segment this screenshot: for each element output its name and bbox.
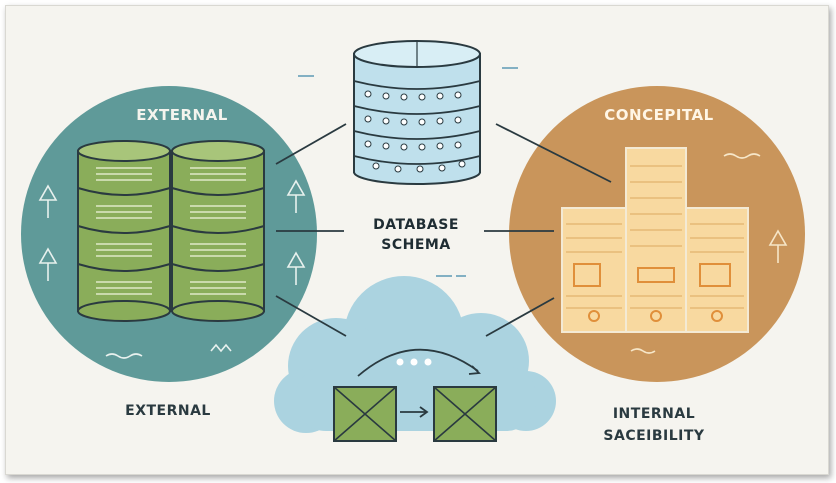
tree-icons-left — [38, 179, 306, 359]
internal-bottom-label: INTERNAL SACEIBILITY — [584, 403, 724, 447]
database-cylinder-icon — [353, 40, 481, 185]
cloud-shape — [274, 276, 556, 433]
diagram-canvas — [21, 40, 805, 442]
decor-right — [630, 153, 788, 354]
green-drum-stack-right-icon — [171, 140, 265, 322]
server-tower-icons — [561, 147, 749, 333]
external-circle-title: EXTERNAL — [136, 106, 228, 124]
transfer-arc — [357, 348, 481, 377]
database-schema-line1: DATABASE — [373, 217, 459, 233]
arrow-icon — [400, 406, 429, 418]
target-box-icon — [433, 386, 497, 442]
connector-lines — [275, 123, 612, 337]
database-schema-label: DATABASE SCHEMA — [356, 215, 476, 255]
source-box-icon — [333, 386, 397, 442]
conceptual-circle-title: CONCEPITAL — [604, 106, 714, 124]
decor-dashes — [298, 67, 518, 277]
database-schema-line2: SCHEMA — [381, 237, 451, 253]
external-bottom-label: EXTERNAL — [125, 403, 211, 419]
internal-line2: SACEIBILITY — [603, 428, 705, 444]
green-drum-stack-left-icon — [77, 140, 171, 322]
internal-line1: INTERNAL — [612, 406, 696, 422]
diagram-frame: EXTERNAL CONCEPITAL DATABASE SCHEMA EXTE… — [5, 5, 829, 475]
